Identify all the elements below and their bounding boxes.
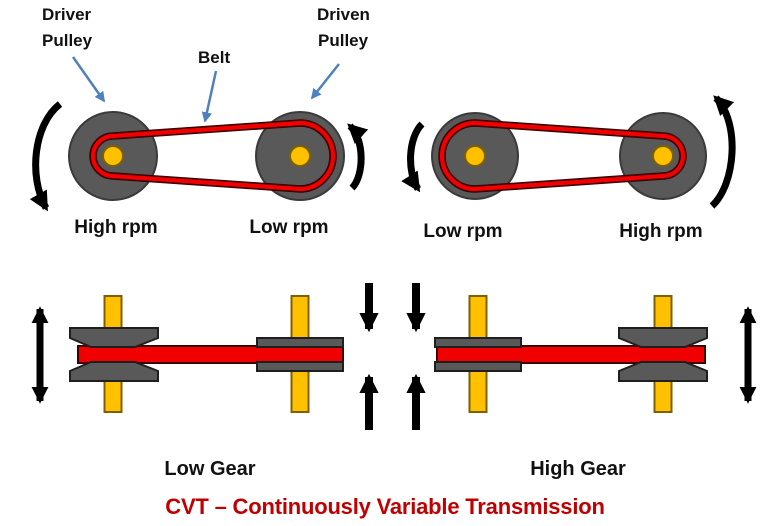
pulley-view-high-gear: Low rpm High rpm [401, 95, 736, 242]
diagram-title: CVT – Continuously Variable Transmission [165, 494, 604, 519]
cone-sheave-bottom [69, 361, 159, 382]
low-gear-caption: Low Gear [164, 458, 255, 480]
driven-pulley-hub [289, 145, 311, 167]
high-gear-caption: High Gear [530, 458, 626, 480]
belt-label: Belt [198, 48, 230, 67]
driven-rpm-label: High rpm [619, 221, 702, 242]
driver-pulley-label-line2: Pulley [42, 31, 93, 50]
clamp-sheave-bottom [434, 361, 522, 372]
rotation-arrow-icon [347, 123, 369, 191]
cone-sheave-top [618, 327, 708, 348]
belt-band [436, 345, 706, 364]
driver-rpm-label: Low rpm [423, 221, 502, 242]
driver-shaft [103, 379, 123, 413]
driven-shaft [653, 295, 673, 331]
squeeze-arrows [359, 283, 426, 430]
driven-rpm-label: Low rpm [249, 217, 328, 238]
driven-pulley-callout-arrow-icon [310, 63, 340, 100]
cone-sheave-bottom [618, 361, 708, 382]
belt-callout-arrow-icon [201, 70, 218, 123]
driven-pulley-label-line1: Driven [317, 5, 370, 24]
clamp-sheave-top [256, 337, 344, 348]
driven-pulley-label-line2: Pulley [318, 31, 369, 50]
clamp-sheave-bottom [256, 361, 344, 372]
driver-shaft [468, 295, 488, 340]
driven-shaft [290, 295, 310, 340]
clamp-sheave-top [434, 337, 522, 348]
belt-loop [90, 120, 336, 192]
sheave-view-low-gear: Low Gear [31, 295, 344, 480]
rotation-arrow-icon [401, 121, 425, 193]
belt-loop [439, 120, 686, 192]
driver-pulley-hub [464, 145, 486, 167]
driver-shaft [468, 369, 488, 413]
driver-pulley-callout-arrow-icon [71, 56, 106, 103]
rotation-arrow-icon [709, 95, 736, 209]
callout-labels: Driver Pulley Belt Driven Pulley [42, 5, 370, 123]
driven-pulley-hub [652, 145, 674, 167]
driver-pulley-label-line1: Driver [42, 5, 92, 24]
driver-shaft [103, 295, 123, 331]
sheave-view-high-gear: High Gear [434, 295, 757, 480]
driven-shaft [653, 379, 673, 413]
pulley-view-low-gear: High rpm Low rpm [29, 101, 369, 238]
driven-shaft [290, 369, 310, 413]
cone-sheave-top [69, 327, 159, 348]
driver-rpm-label: High rpm [74, 217, 157, 238]
rotation-arrow-icon [29, 101, 63, 212]
driver-pulley-hub [102, 145, 124, 167]
belt-band [77, 345, 344, 364]
